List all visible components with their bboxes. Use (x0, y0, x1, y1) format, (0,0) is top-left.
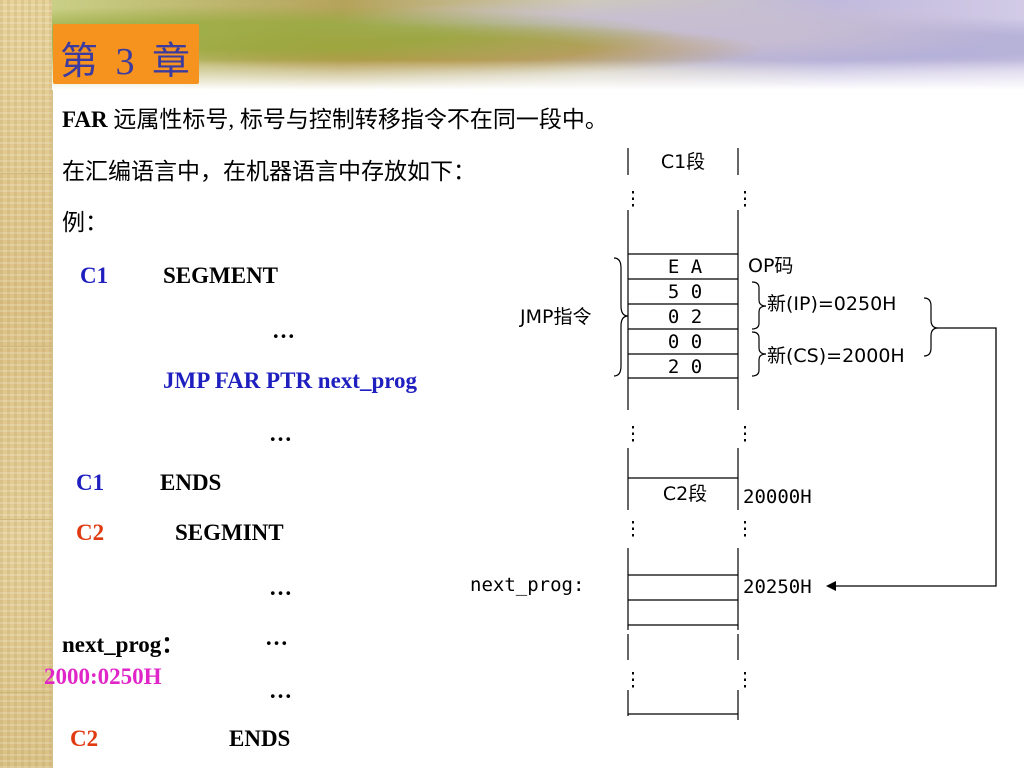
jmp-brace (613, 257, 629, 377)
memory-cell-value: E A (668, 256, 703, 278)
left-decorative-strip (0, 0, 53, 768)
vertical-ellipsis: ⋮ (736, 518, 755, 540)
vertical-ellipsis: ⋮ (624, 188, 643, 210)
memory-cell-value: 5 0 (668, 281, 702, 303)
vertical-ellipsis: ⋮ (736, 188, 755, 210)
vertical-ellipsis: ⋮ (624, 423, 643, 445)
memory-cell-value: 0 2 (668, 306, 702, 328)
ip-brace (751, 281, 767, 330)
c1-segment-label: C1段 (661, 151, 705, 173)
c2-end-label: C2 (70, 726, 99, 751)
code-ellipsis: … (265, 625, 288, 650)
new-ip-label: 新(IP)=0250H (767, 293, 896, 315)
banner-fade (52, 60, 1024, 90)
vertical-ellipsis: ⋮ (624, 518, 643, 540)
c1-label: C1 (80, 263, 109, 288)
code-ellipsis: … (269, 421, 292, 446)
c1-segment-directive: SEGMENT (163, 263, 279, 288)
strip-tile (0, 519, 52, 693)
far-description-text: 远属性标号, 标号与控制转移指令不在同一段中。 (107, 107, 608, 132)
address-brace (923, 297, 939, 357)
c2-segment-directive: SEGMINT (175, 520, 284, 545)
strip-tile (0, 173, 52, 347)
code-ellipsis: … (272, 318, 295, 343)
target-memory-address: 20250H (743, 576, 812, 598)
next-prog-address-label: next_prog: (470, 574, 584, 596)
c2-ends-directive: ENDS (229, 726, 291, 751)
vertical-ellipsis: ⋮ (736, 669, 755, 691)
c1-end-label: C1 (76, 470, 105, 495)
code-ellipsis: … (269, 678, 292, 703)
vertical-ellipsis: ⋮ (736, 423, 755, 445)
jump-target-arrow (834, 327, 997, 587)
strip-tile (0, 346, 52, 520)
memory-cell-value: 0 0 (668, 331, 702, 353)
memory-cell-value: 2 0 (668, 356, 702, 378)
new-cs-label: 新(CS)=2000H (767, 345, 905, 367)
vertical-ellipsis: ⋮ (624, 669, 643, 691)
c2-segment-address: 20000H (743, 486, 812, 508)
jmp-instruction-label: JMP指令 (519, 306, 591, 328)
strip-tile (0, 0, 52, 174)
code-ellipsis: … (269, 575, 292, 600)
far-description: FAR 远属性标号, 标号与控制转移指令不在同一段中。 (62, 100, 608, 134)
storage-description: 在汇编语言中，在机器语言中存放如下： (62, 159, 476, 184)
chapter-badge (53, 24, 199, 84)
jmp-instruction: JMP FAR PTR next_prog (163, 368, 418, 393)
opcode-label: OP码 (748, 255, 793, 277)
example-label: 例： (62, 210, 108, 235)
c2-segment-label: C2段 (663, 483, 707, 505)
arrow-head (826, 581, 836, 591)
c1-ends-directive: ENDS (160, 470, 222, 495)
next-prog-label: next_prog： (62, 632, 185, 657)
far-keyword: FAR (62, 107, 108, 132)
target-address: 2000:0250H (44, 664, 162, 689)
cs-brace (751, 331, 767, 377)
chapter-title: 第 3 章 (60, 41, 195, 83)
c2-label: C2 (76, 520, 105, 545)
